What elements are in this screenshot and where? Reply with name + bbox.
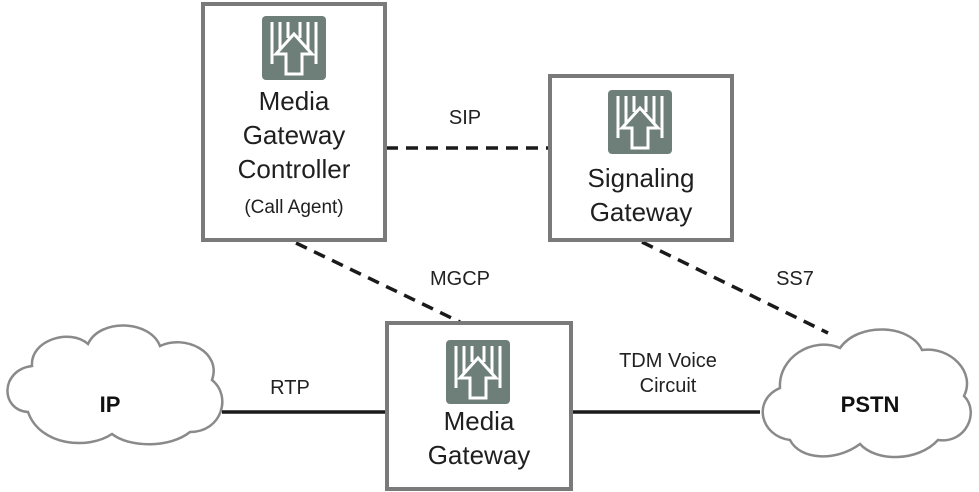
sg-label-line2: Gateway (589, 197, 693, 227)
mgc-label-line2: Gateway (242, 120, 346, 150)
rtp-label: RTP (270, 377, 310, 399)
gateway-icon (446, 340, 510, 404)
signaling-gateway-box (548, 74, 734, 242)
mg-label-line1: Media (443, 406, 515, 436)
pstn-cloud-shape (761, 328, 972, 459)
ss7-connection-line (641, 240, 829, 335)
mgc-label-line3: Controller (237, 154, 351, 184)
ip-cloud-shape (6, 324, 224, 446)
mgcp-label: MGCP (430, 268, 490, 290)
pstn-cloud-label: PSTN (840, 392, 900, 417)
mg-label-line2: Gateway (427, 440, 531, 470)
mgc-label-line1: Media (258, 86, 330, 116)
gateway-icon (608, 90, 672, 154)
sg-label-line1: Signaling (587, 163, 695, 193)
media-gateway-controller-box (201, 2, 387, 242)
gateway-icon (262, 16, 326, 80)
ip-cloud-label: IP (99, 392, 121, 417)
ss7-label: SS7 (776, 268, 814, 290)
tdm-label-line2: Circuit (639, 375, 697, 397)
sip-label: SIP (448, 107, 482, 129)
mgcp-connection-line (295, 241, 461, 324)
tdm-label-line1: TDM Voice (619, 350, 717, 372)
mgc-sublabel: (Call Agent) (244, 197, 344, 218)
